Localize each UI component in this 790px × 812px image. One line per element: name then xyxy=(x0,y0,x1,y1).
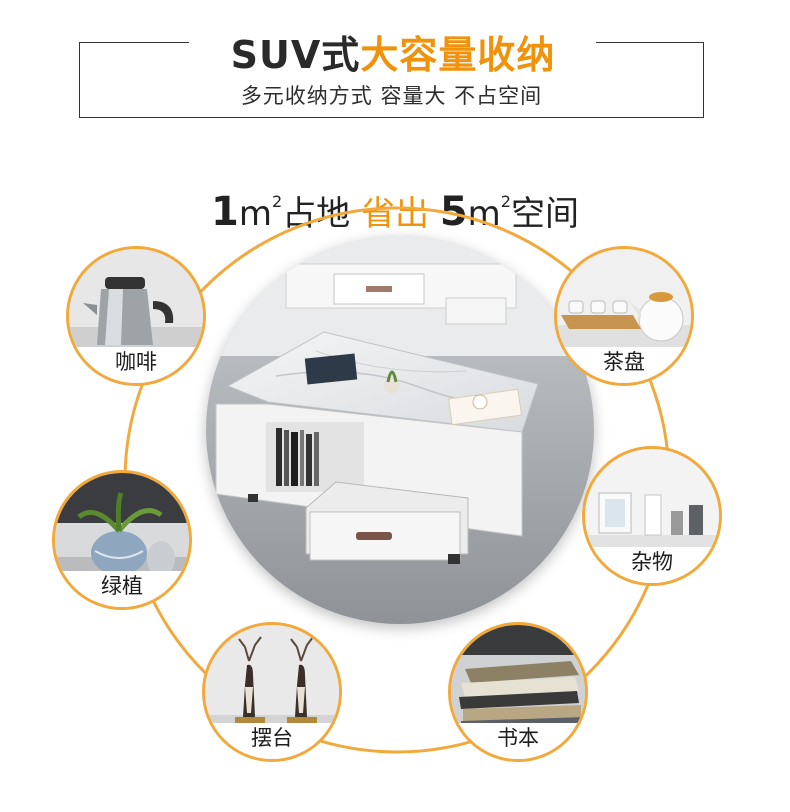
title-accent: 大容量收纳 xyxy=(360,33,556,77)
bubble-label-tea: 茶盘 xyxy=(557,347,691,383)
headline-text-2: 空间 xyxy=(510,194,579,234)
coffee-table-photo xyxy=(206,236,594,624)
bubble-plant: 绿植 xyxy=(52,470,192,610)
header-rule-right xyxy=(596,42,704,43)
headline-accent: 省出 xyxy=(361,194,429,234)
bubble-label-decor: 摆台 xyxy=(205,723,339,759)
bubble-label-plant: 绿植 xyxy=(55,571,189,607)
bubble-tea-tray: 茶盘 xyxy=(554,246,694,386)
bubble-coffee: 咖啡 xyxy=(66,246,206,386)
headline-number-1: 1 xyxy=(211,189,239,235)
headline-unit-1: m xyxy=(238,194,272,234)
bubble-misc: 杂物 xyxy=(582,446,722,586)
bubble-label-coffee: 咖啡 xyxy=(69,347,203,383)
header-frame xyxy=(79,42,704,118)
page-subtitle: 多元收纳方式 容量大 不占空间 xyxy=(240,84,543,108)
page-title: SUV式大容量收纳 xyxy=(190,24,596,79)
space-headline: 1m2占地 省出 5m2空间 xyxy=(0,186,790,235)
headline-sup-1: 2 xyxy=(272,192,283,211)
bubble-label-books: 书本 xyxy=(451,723,585,759)
headline-sup-2: 2 xyxy=(500,192,511,211)
bubble-decor: 摆台 xyxy=(202,622,342,762)
header-rule-left xyxy=(79,42,189,43)
title-prefix: SUV式 xyxy=(230,33,361,77)
bubble-books: 书本 xyxy=(448,622,588,762)
bubble-label-misc: 杂物 xyxy=(585,547,719,583)
